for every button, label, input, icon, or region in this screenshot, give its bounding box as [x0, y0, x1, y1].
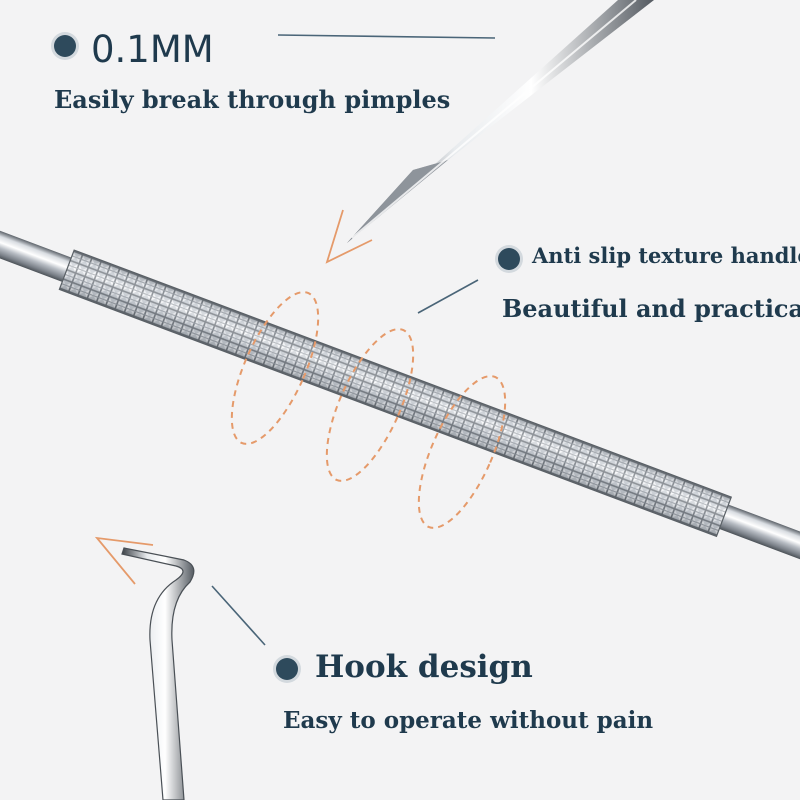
- needle-arrow-icon: [325, 209, 373, 264]
- feature-title-hook: Hook design: [315, 649, 533, 685]
- leader-line-grip: [417, 279, 479, 314]
- bullet-dot-icon: [276, 658, 298, 680]
- feature-title-tip: 0.1MM: [91, 28, 214, 71]
- leader-line-hook: [211, 585, 266, 646]
- feature-title-grip: Anti slip texture handle: [532, 243, 800, 268]
- bullet-dot-icon: [54, 35, 76, 57]
- feature-subtitle-grip: Beautiful and practical: [502, 294, 800, 323]
- leader-line-needle: [277, 34, 496, 39]
- hook-tip: [121, 547, 195, 800]
- hook-arrow-icon: [94, 536, 154, 585]
- needle-tip: [347, 0, 654, 243]
- main-rod: [0, 228, 800, 562]
- bullet-dot-icon: [498, 248, 520, 270]
- feature-subtitle-tip: Easily break through pimples: [54, 85, 451, 114]
- grip-rings: [230, 291, 507, 529]
- feature-subtitle-hook: Easy to operate without pain: [283, 707, 654, 734]
